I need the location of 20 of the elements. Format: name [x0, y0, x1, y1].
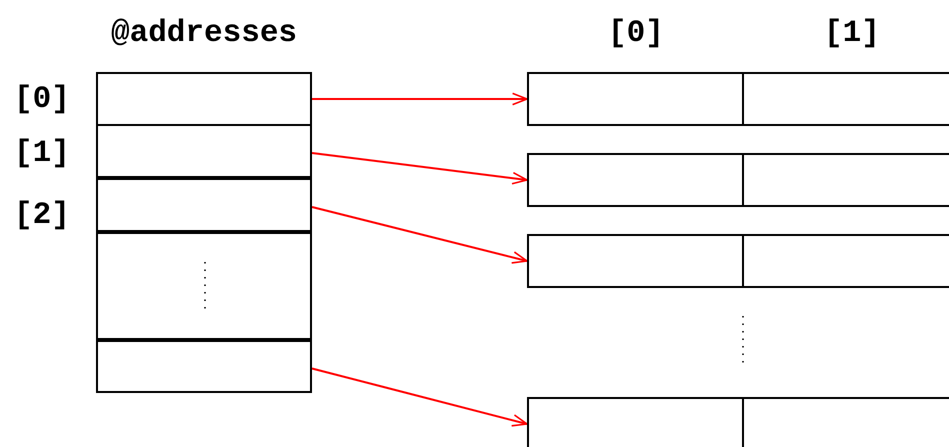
arrow	[312, 368, 528, 427]
array-cell	[96, 232, 312, 340]
arrow	[312, 206, 528, 264]
array-name: @addresses	[111, 17, 298, 51]
index-label: [1]	[824, 17, 880, 51]
array-row	[527, 397, 949, 447]
array-row	[527, 72, 949, 126]
index-label: [0]	[14, 83, 70, 117]
index-label: [2]	[14, 199, 70, 233]
array-row	[527, 153, 949, 207]
array-cell	[96, 178, 312, 232]
arrow	[312, 152, 528, 185]
array-cell	[96, 124, 312, 178]
array-cell	[96, 72, 312, 126]
index-label: [1]	[14, 137, 70, 171]
array-row	[527, 234, 949, 288]
array-box	[96, 72, 312, 395]
arrow	[312, 92, 528, 106]
array-cell	[96, 340, 312, 393]
index-label: [0]	[608, 17, 664, 51]
